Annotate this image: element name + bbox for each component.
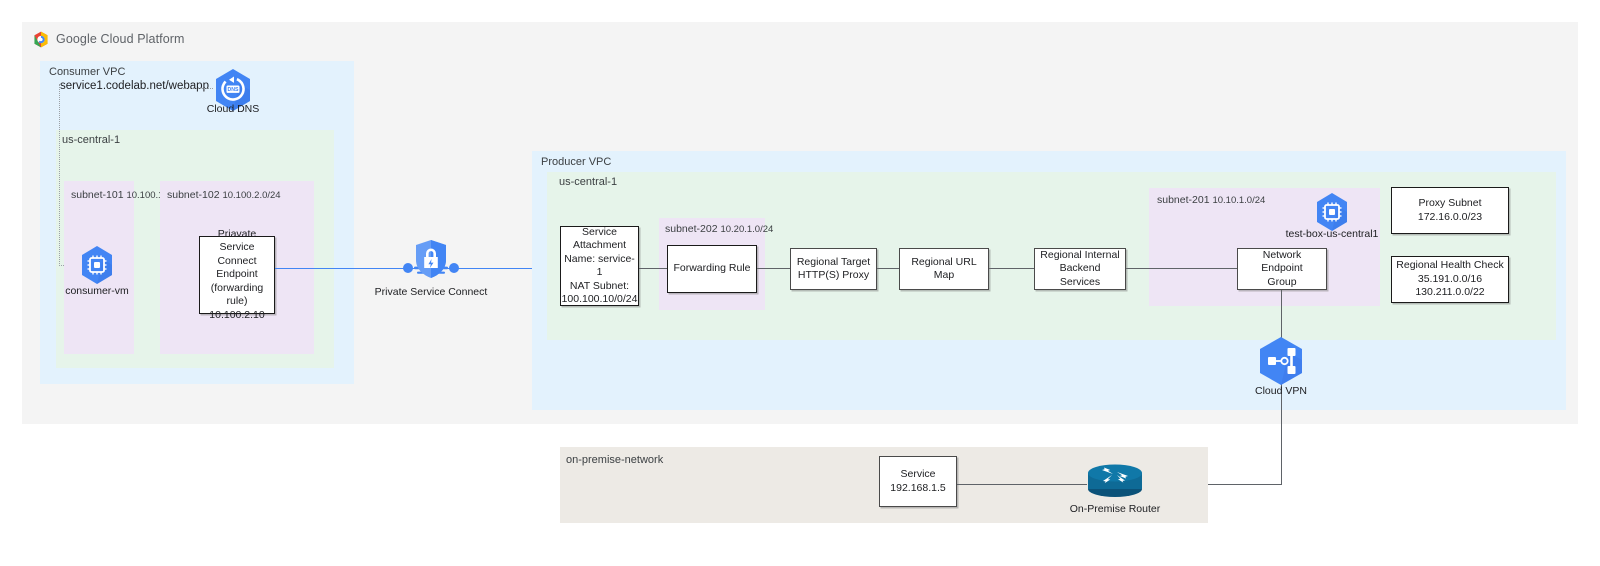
cloud-dns-label-line1: Cloud [206,103,235,115]
subnet-102-label: subnet-102 10.100.2.0/24 [167,189,281,202]
svg-text:DNS: DNS [228,87,239,93]
gcp-brand: Google Cloud Platform [33,28,333,50]
proxy-subnet-line1: Proxy Subnet [1418,197,1482,209]
health-check-line1: Regional Health Check [1396,259,1504,272]
regional-url-map-label: Regional URL Map [911,255,977,282]
regional-target-proxy-line1: Regional Target [796,255,871,268]
regional-backend-line1: Regional Internal [1040,248,1120,261]
gcp-brand-label: Google Cloud Platform [56,32,185,46]
connector-backend-to-neg [1126,268,1237,270]
service-attachment-line4: NAT Subnet: [569,279,630,292]
on-premise-network-label: on-premise-network [566,454,664,466]
on-premise-service-box[interactable]: Service 192.168.1.5 [879,456,957,507]
subnet-202-name: subnet-202 [665,223,718,235]
service-attachment-box[interactable]: Service Attachment Name: service-1 NAT S… [560,226,639,306]
cloud-vpn-caption: Cloud VPN [1255,385,1307,397]
on-premise-router-icon [1086,462,1144,505]
subnet-101-cidr: 10.100.1.0/24 [126,190,185,201]
test-box-caption: test-box-us-central1 [1285,228,1379,240]
connector-vpn-to-router [1152,484,1282,486]
neg-line2: Group [1267,275,1297,288]
psc-endpoint-line1: Priavate Service [217,227,257,254]
service-attachment-line2: Attachment [572,239,627,251]
subnet-201-cidr: 10.10.1.0/24 [1212,195,1266,206]
producer-vpc-label: Producer VPC [541,156,612,168]
service-attachment-line5: 100.100.10/0/24 [561,293,638,305]
subnet-102-name: subnet-102 [167,189,220,201]
connector-proxy-to-urlmap [877,268,899,270]
on-premise-router-caption: On-Premise Router [1069,503,1161,515]
subnet-202-label: subnet-202 10.20.1.0/24 [665,223,773,236]
private-service-connect-shield-icon [402,236,460,287]
service-attachment-line3: Name: service-1 [564,252,635,279]
network-endpoint-group-box[interactable]: Network Endpoint Group [1237,248,1327,290]
on-premise-service-line2: 192.168.1.5 [890,481,946,494]
dns-record-name: service1.codelab.net/webapp [60,80,209,92]
consumer-region-label: us-central-1 [62,134,121,146]
connector-urlmap-to-backend [989,268,1034,270]
connector-sa-to-fr [639,268,667,270]
connector-neg-to-vpn [1281,290,1283,485]
dns-dotted-connector-top [183,88,213,89]
subnet-102-cidr: 10.100.2.0/24 [222,190,281,201]
regional-internal-backend-services-box[interactable]: Regional Internal Backend Services [1034,248,1126,290]
dns-dotted-connector-vertical [59,84,60,266]
regional-target-proxy-box[interactable]: Regional Target HTTP(S) Proxy [790,248,877,290]
neg-line1: Network Endpoint [1261,248,1303,275]
health-check-line3: 130.211.0.0/22 [1415,286,1485,299]
cloud-dns-caption: Cloud DNS [193,103,273,116]
psc-endpoint-line3: (forwarding rule) [210,281,264,308]
private-service-connect-caption: Private Service Connect [374,286,488,298]
regional-target-proxy-line2: HTTP(S) Proxy [797,269,870,281]
subnet-201-label: subnet-201 10.10.1.0/24 [1157,194,1265,207]
cloud-dns-label-line2: DNS [237,103,260,115]
forwarding-rule-label: Forwarding Rule [673,262,751,275]
regional-health-check-box[interactable]: Regional Health Check 35.191.0.0/16 130.… [1391,256,1509,303]
on-premise-service-line1: Service [900,468,936,480]
health-check-line2: 35.191.0.0/16 [1417,272,1483,285]
subnet-202-cidr: 10.20.1.0/24 [720,224,774,235]
service-attachment-line1: Service [581,225,617,238]
producer-region-label: us-central-1 [559,176,618,188]
connector-service-to-router [957,484,1087,486]
cloud-dns-icon: DNS [213,68,253,117]
google-cloud-hexagon-logo-icon [33,31,49,48]
psc-endpoint-box[interactable]: Priavate Service Connect Endpoint (forwa… [199,228,275,321]
subnet-101-label: subnet-101 10.100.1.0/24 [71,189,185,202]
test-box-compute-engine-vm-icon [1314,192,1350,237]
regional-backend-line2: Backend Services [1059,262,1101,288]
consumer-vm-caption: consumer-vm [65,285,129,297]
forwarding-rule-box[interactable]: Forwarding Rule [667,245,757,293]
psc-endpoint-line2: Connect Endpoint [216,254,258,281]
cloud-vpn-icon [1254,336,1308,391]
compute-engine-vm-icon [79,245,115,290]
proxy-subnet-line2: 172.16.0.0/23 [1417,210,1483,223]
subnet-201-name: subnet-201 [1157,194,1210,206]
regional-url-map-box[interactable]: Regional URL Map [899,248,989,290]
psc-endpoint-line4: 10.100.2.10 [209,308,265,321]
connector-fr-to-proxy [757,268,790,270]
consumer-vpc-label: Consumer VPC [49,66,126,78]
proxy-subnet-box[interactable]: Proxy Subnet 172.16.0.0/23 [1391,187,1509,234]
subnet-101-name: subnet-101 [71,189,124,201]
